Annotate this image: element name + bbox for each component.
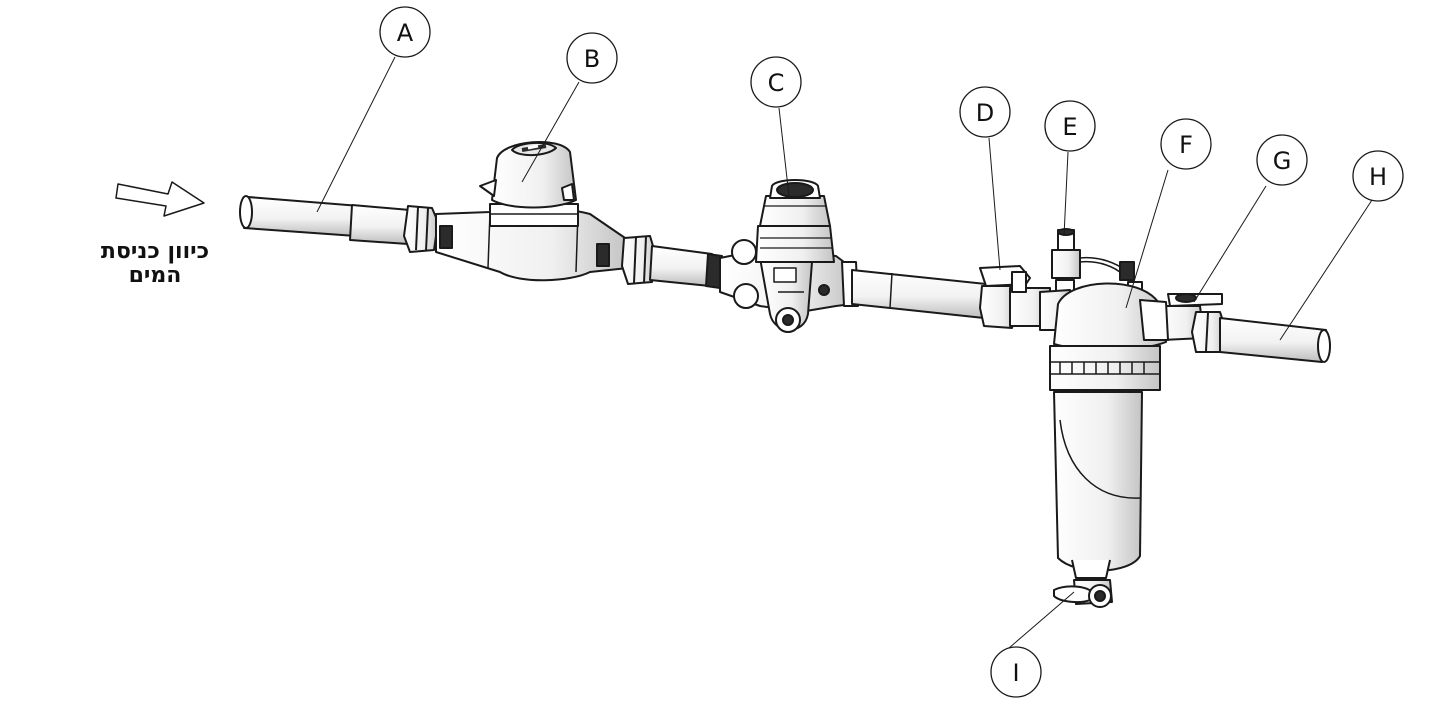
callout-letter: B <box>584 45 600 73</box>
callout-g: G <box>1256 134 1308 186</box>
callout-b: B <box>566 32 618 84</box>
flow-direction-label: כיוון כניסת המים <box>80 240 230 288</box>
callout-letter: D <box>976 99 994 127</box>
callout-circle <box>1044 100 1096 152</box>
callout-circle <box>990 646 1042 698</box>
callout-circle <box>959 86 1011 138</box>
filter-head <box>1039 282 1169 351</box>
leader-lines <box>316 56 1373 649</box>
filter-bowl <box>1049 345 1161 579</box>
callout-h: H <box>1352 150 1404 202</box>
callout-circle <box>1352 150 1404 202</box>
callout-circle <box>1256 134 1308 186</box>
inlet-pipe <box>239 195 411 245</box>
callout-circle <box>750 56 802 108</box>
callout-letter: E <box>1062 113 1077 141</box>
callout-group: A B C D E F G H I <box>379 6 1404 698</box>
arrow-right-outline-icon <box>115 181 205 217</box>
callout-d: D <box>959 86 1011 138</box>
shutoff-valve-outlet <box>1159 293 1227 353</box>
callout-circle <box>566 32 618 84</box>
outlet-pipe <box>1219 317 1331 363</box>
callout-e: E <box>1044 100 1096 152</box>
callout-circle <box>1160 118 1212 170</box>
pressure-regulator-valve <box>719 179 859 333</box>
callout-f: F <box>1160 118 1212 170</box>
callout-letter: C <box>768 69 785 97</box>
flow-direction-line-1: כיוון כניסת <box>100 239 210 264</box>
callout-letter: F <box>1179 131 1193 159</box>
flow-direction-line-2: המים <box>128 263 182 288</box>
callout-letter: G <box>1273 147 1292 175</box>
callout-letter: I <box>1012 659 1019 687</box>
drain-valve <box>1053 579 1113 608</box>
callout-a: A <box>379 6 431 58</box>
callout-circle <box>379 6 431 58</box>
union-nut-2 <box>621 235 657 285</box>
callout-i: I <box>990 646 1042 698</box>
union-nut-1 <box>403 205 439 253</box>
pipe-segment-3 <box>851 269 987 319</box>
callout-letter: H <box>1369 163 1387 191</box>
water-meter <box>435 141 629 282</box>
callout-letter: A <box>397 19 414 47</box>
pipe-segment-2 <box>649 245 723 289</box>
callout-c: C <box>750 56 802 108</box>
